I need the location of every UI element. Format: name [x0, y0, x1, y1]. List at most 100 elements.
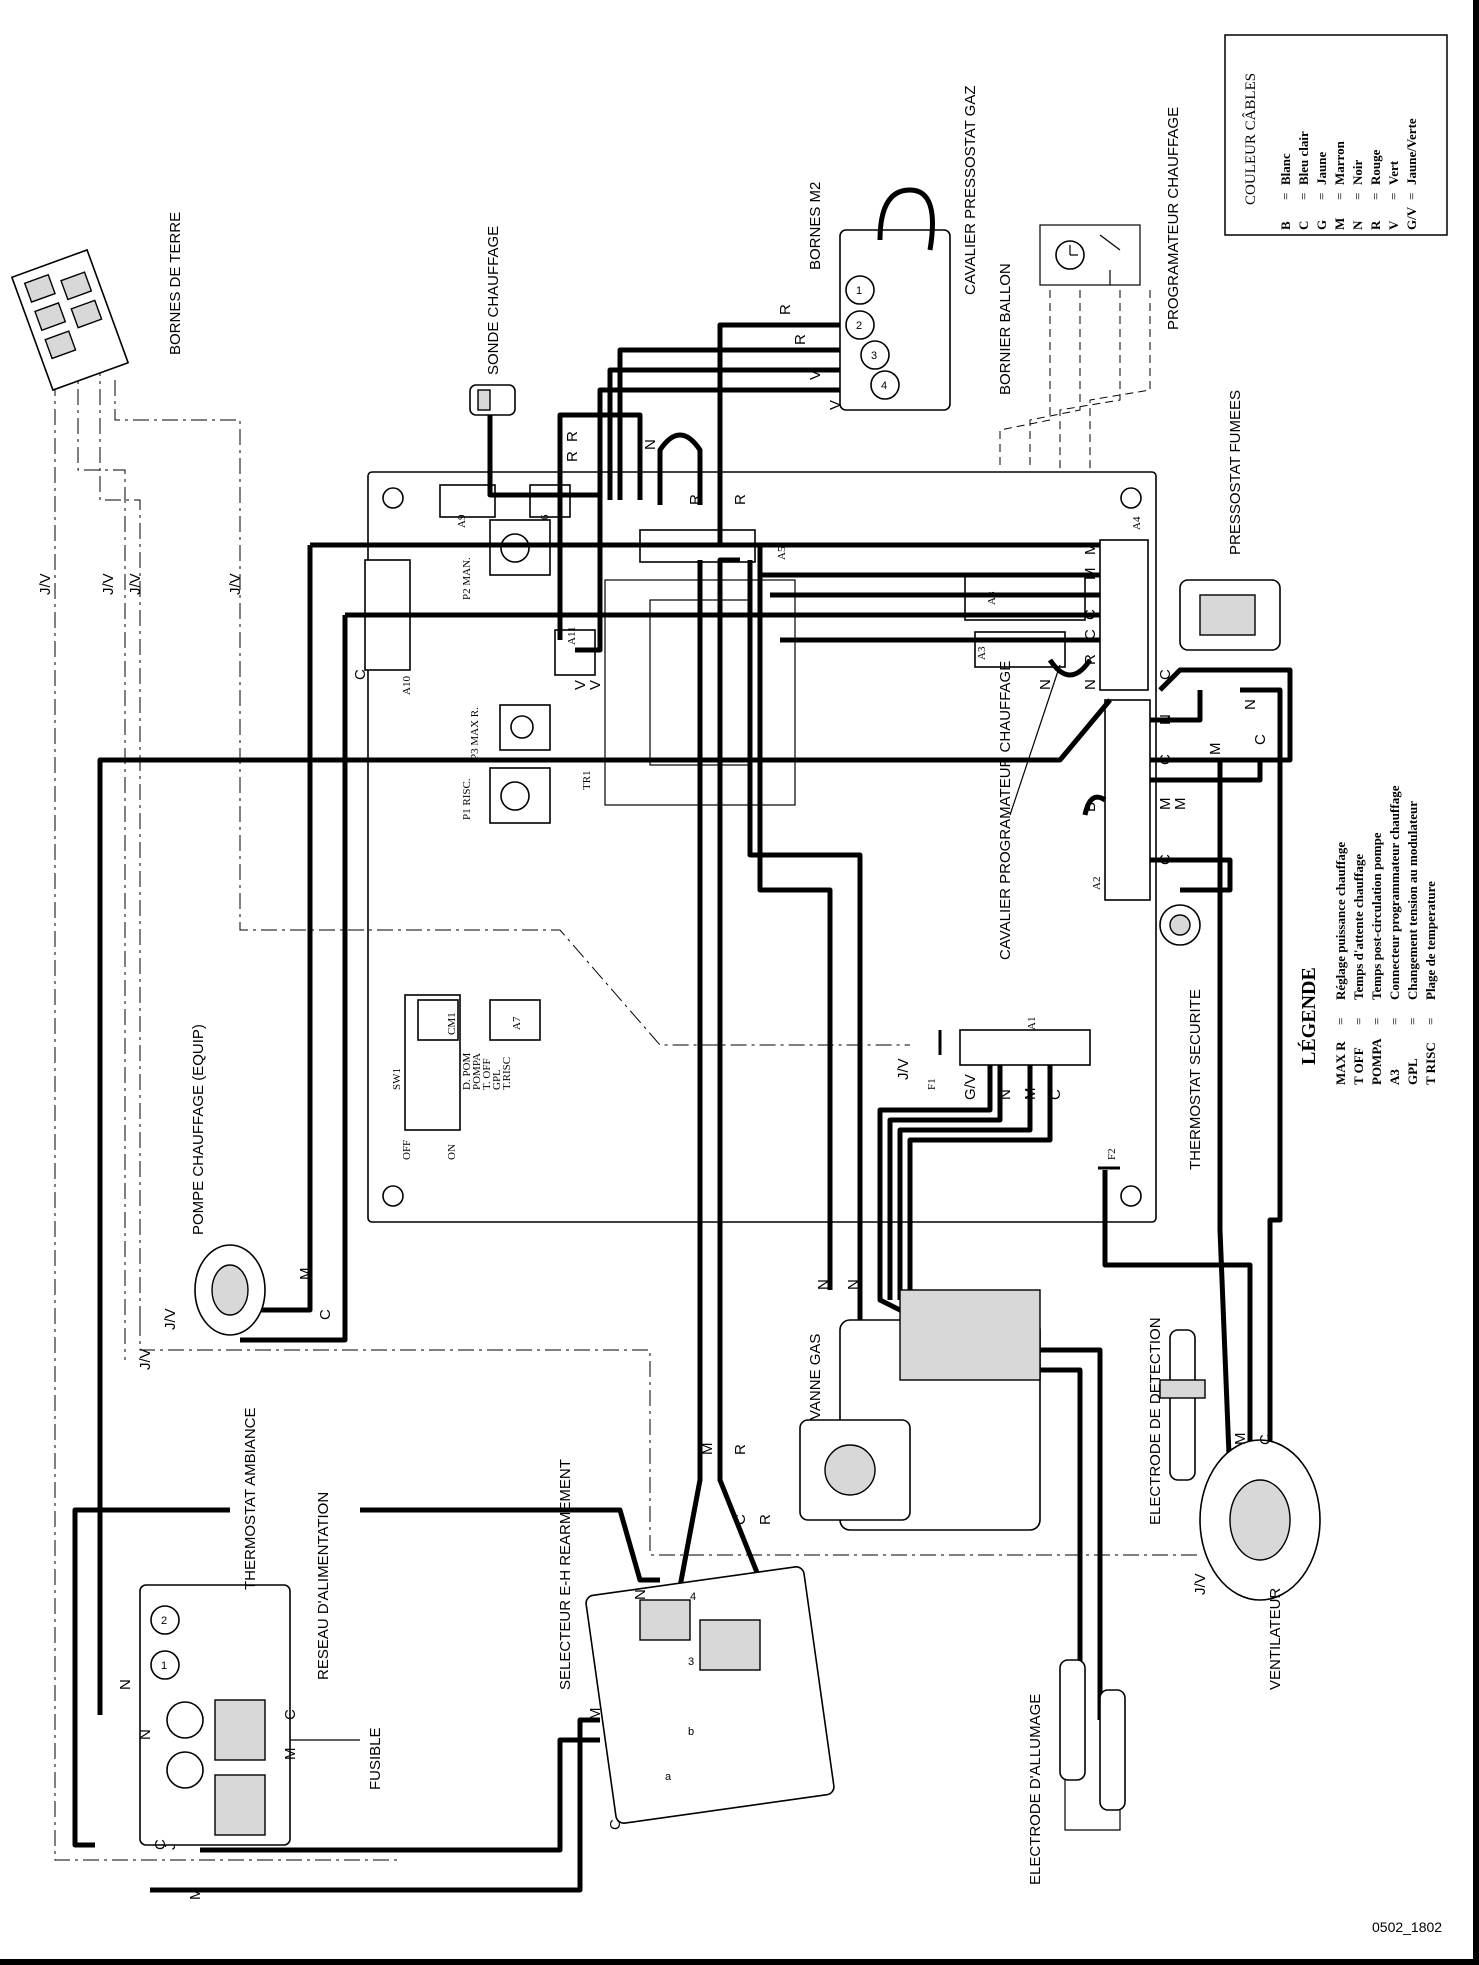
- selector-switch: 4 3 b a: [585, 1566, 835, 1824]
- sw-opt-dpom: D. POM: [461, 1052, 473, 1090]
- legend-code: A3: [1387, 1069, 1402, 1085]
- wire-label-r: R: [732, 1444, 749, 1455]
- wire-label-n: N: [845, 1279, 862, 1290]
- wire-vent-m: [1240, 687, 1283, 1480]
- connector-a11-label: A11: [566, 626, 578, 645]
- cable-colour-title: COULEUR CÂBLES: [1242, 73, 1259, 205]
- wire-label-jv: J/V: [895, 1058, 912, 1080]
- earth-wire: [139, 1320, 1200, 1556]
- svg-text:1: 1: [161, 1660, 167, 1672]
- wire-jumper-n: [657, 432, 703, 505]
- svg-text:3: 3: [871, 350, 877, 362]
- cable-colour-code: G: [1314, 220, 1329, 230]
- legend-code: MAX R: [1333, 1041, 1348, 1085]
- wire-label-r: R: [757, 1514, 774, 1525]
- wire-label-jv: J/V: [227, 573, 244, 595]
- heating-sensor: [469, 384, 516, 416]
- dashed-wire: [1029, 290, 1081, 470]
- cable-colour-eq: =: [1368, 193, 1383, 200]
- m2-terminal-block: 1 2 3 4: [839, 187, 951, 411]
- fuse-f1-label: F1: [926, 1078, 938, 1090]
- cable-colour-code: N: [1350, 220, 1365, 230]
- label-bornier-ballon: BORNIER BALLON: [997, 263, 1014, 395]
- board-mount-hole: [382, 1185, 404, 1207]
- wire-n-valve: [747, 560, 863, 1350]
- legend-desc: Temps d'attente chauffage: [1351, 854, 1366, 1000]
- wire-label-v: V: [827, 400, 844, 410]
- wire-sonde: [487, 415, 600, 498]
- cable-colour-eq: =: [1386, 193, 1401, 200]
- transformer-label: TR1: [581, 770, 593, 790]
- wire-n: [887, 1065, 1003, 1300]
- wire-label-c: C: [1082, 629, 1099, 640]
- cable-colour-box: [1224, 34, 1448, 236]
- callout-arrow: [1009, 664, 1061, 816]
- wire-r: [717, 322, 855, 545]
- label-sonde: SONDE CHAUFFAGE: [485, 226, 502, 375]
- board-mount-hole: [1120, 487, 1142, 509]
- wire-allumage: [1030, 1347, 1103, 1720]
- label-electrode-detection: ELECTRODE DE DETECTION: [1147, 1317, 1164, 1525]
- wire-label-m: M: [1172, 798, 1189, 811]
- legend-eq: =: [1387, 1018, 1402, 1025]
- connector-a1: [959, 1029, 1091, 1066]
- dashed-wire: [1089, 290, 1151, 470]
- board-mount-hole: [382, 487, 404, 509]
- cable-colour-name: Blanc: [1278, 153, 1293, 185]
- wire: [72, 1507, 230, 1848]
- wire-pump-c: [240, 615, 348, 1343]
- wire-r: [617, 347, 860, 500]
- svg-text:2: 2: [161, 1615, 167, 1627]
- programmer: [1039, 224, 1141, 286]
- label-cavalier-prog: CAVALIER PROGRAMATEUR CHAUFFAGE: [997, 661, 1014, 960]
- connector-a7-label: A7: [511, 1016, 523, 1030]
- legend-code: T OFF: [1351, 1047, 1366, 1085]
- wire-label-n: N: [632, 1589, 649, 1600]
- wire-pump-m: [240, 545, 313, 1313]
- wire-label-r: R: [564, 451, 581, 462]
- wire-label-c: C: [1047, 1089, 1064, 1100]
- wire-label-c: C: [1257, 1434, 1274, 1445]
- connector-a1-label: A1: [1026, 1017, 1038, 1030]
- wire-label-v: V: [807, 370, 824, 380]
- cable-colour-eq: =: [1278, 193, 1293, 200]
- earth-wire: [114, 380, 910, 1046]
- connector-a2-label: A2: [1091, 877, 1103, 890]
- label-electrode-allumage: ELECTRODE D'ALLUMAGE: [1027, 1694, 1044, 1885]
- jumper-prog: [1047, 658, 1093, 678]
- wire-m-selector: [150, 1717, 600, 1893]
- legend-code: GPL: [1405, 1058, 1420, 1085]
- cable-colour-name: Marron: [1332, 140, 1347, 185]
- wire-label-n: N: [1157, 714, 1174, 725]
- label-pompe: POMPE CHAUFFAGE (EQUIP): [190, 1024, 207, 1235]
- wire-label-m: M: [1082, 568, 1099, 581]
- wire-label-m: M: [1082, 543, 1099, 556]
- connector-a9: [439, 484, 496, 518]
- wire-label-c: C: [352, 669, 369, 680]
- earth-wire: [77, 360, 126, 1360]
- wire-label-n: N: [815, 1279, 832, 1290]
- cable-colour-code: M: [1332, 218, 1347, 230]
- legend-desc: Connecteur programmateur chauffage: [1387, 785, 1402, 1000]
- pot-p2-label: P2 MAN.: [461, 557, 473, 600]
- label-programmateur: PROGRAMATEUR CHAUFFAGE: [1165, 107, 1182, 330]
- legend-eq: =: [1333, 1018, 1348, 1025]
- wire-label-v: V: [572, 680, 589, 690]
- wire-detection: [1102, 1170, 1253, 1470]
- wire-m: [897, 1065, 1033, 1300]
- connector-a5-label: A5: [776, 546, 788, 560]
- wire-label-c: C: [317, 1309, 334, 1320]
- wire-gv: [877, 1065, 993, 1323]
- wire-fumees: [1158, 667, 1293, 763]
- label-vanne-gas: VANNE GAS: [807, 1334, 824, 1420]
- svg-text:a: a: [665, 1771, 672, 1783]
- wire-label-m: M: [1022, 1088, 1039, 1101]
- pot-p2-knob: [500, 533, 530, 563]
- wire-label-c: C: [282, 1709, 299, 1720]
- fuse-f2-label: F2: [1106, 1148, 1118, 1160]
- earth-terminal-block: [10, 248, 130, 392]
- wire-label-jv: J/V: [162, 1308, 179, 1330]
- legend-code: POMPA: [1369, 1038, 1384, 1085]
- legend-title: LÉGENDE: [1297, 967, 1320, 1065]
